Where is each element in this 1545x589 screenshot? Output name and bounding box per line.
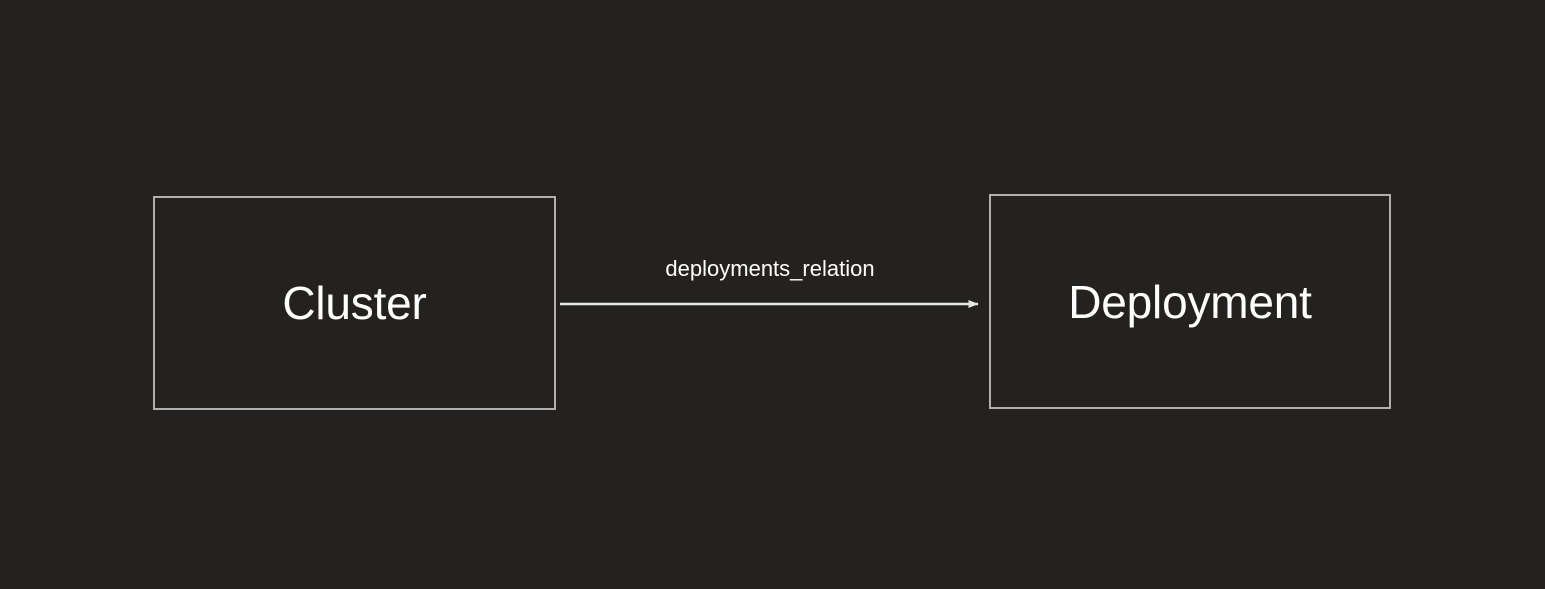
node-deployment-label: Deployment (1068, 275, 1312, 328)
node-deployment[interactable]: Deployment (989, 194, 1391, 409)
node-cluster[interactable]: Cluster (153, 196, 556, 410)
node-cluster-label: Cluster (282, 277, 427, 329)
edge-label-deployments-relation: deployments_relation (665, 256, 875, 281)
